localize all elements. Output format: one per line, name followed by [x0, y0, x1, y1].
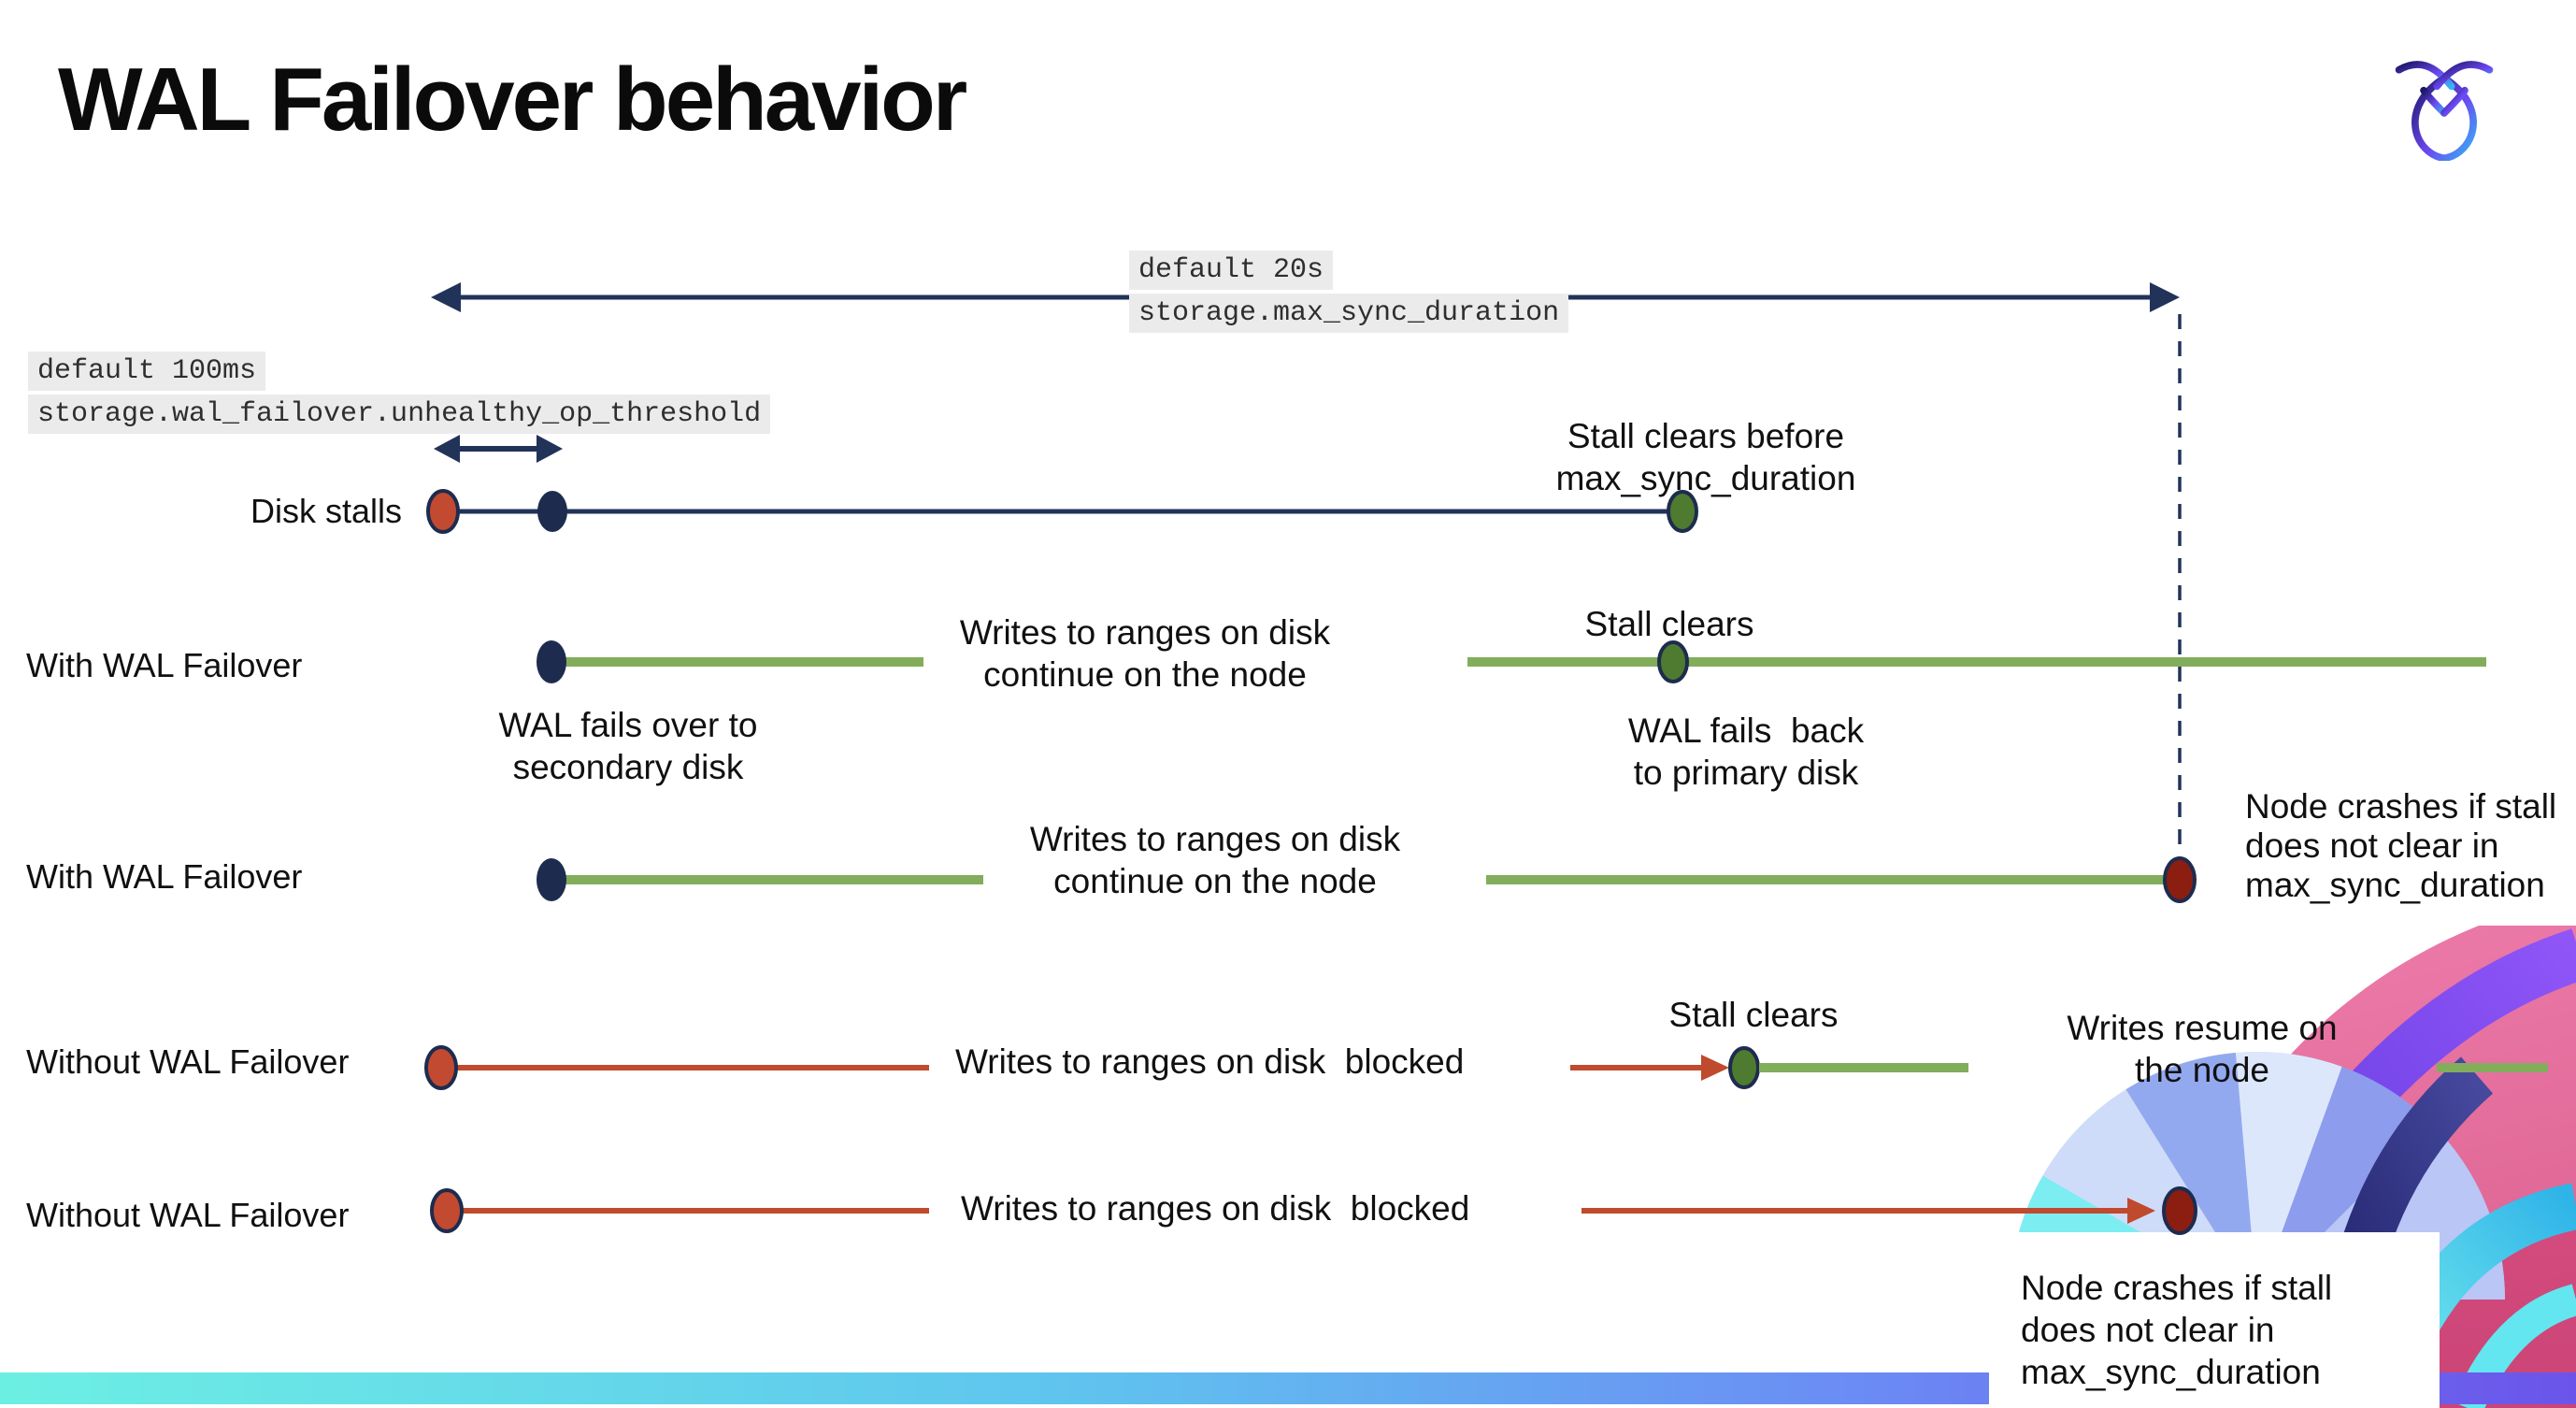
stall-start-dot [426, 489, 460, 534]
max-sync-setting: storage.max_sync_duration [1129, 294, 1569, 333]
row-label-without-failover-2: Without WAL Failover [26, 1196, 350, 1234]
unhealthy-config-label: default 100ms storage.wal_failover.unhea… [28, 352, 771, 438]
stall-clears-dot [1667, 490, 1698, 533]
node-crash-dot [2163, 856, 2197, 903]
max-sync-config-label: default 20s storage.max_sync_duration [1129, 251, 1569, 337]
writes-resume-note: Writes resume on the node [2067, 1009, 2338, 1089]
slide-title: WAL Failover behavior [58, 50, 967, 150]
row-label-with-failover-1: With WAL Failover [26, 646, 303, 684]
row-with-failover-crashes [537, 856, 2197, 903]
row-label-with-failover-2: With WAL Failover [26, 857, 303, 896]
row-disk-stalls [426, 489, 1698, 534]
failback-to-primary-note: WAL fails back to primary disk [1627, 711, 1865, 792]
stall-start-dot [424, 1045, 458, 1090]
writes-continue-note-1: Writes to ranges on disk continue on the… [959, 613, 1331, 694]
failover-to-secondary-note: WAL fails over to secondary disk [498, 706, 758, 786]
row-label-disk-stalls: Disk stalls [250, 492, 402, 530]
stall-start-dot [430, 1188, 464, 1233]
stall-clears-note-2: Stall clears [1668, 996, 1839, 1034]
row-without-failover-crashes [430, 1186, 2197, 1235]
writes-blocked-note-1: Writes to ranges on disk blocked [955, 1042, 1465, 1081]
failover-dot [537, 640, 566, 683]
writes-blocked-note-2: Writes to ranges on disk blocked [961, 1189, 1470, 1228]
stall-clears-before-note: Stall clears before max_sync_duration [1555, 417, 1856, 497]
unhealthy-setting: storage.wal_failover.unhealthy_op_thresh… [28, 395, 771, 434]
stall-clears-dot [1657, 640, 1689, 683]
node-crash-dot [2162, 1186, 2197, 1235]
row-with-failover-clears [537, 640, 2486, 683]
node-crash-note-2: Node crashes if stall does not clear in … [2021, 1269, 2333, 1391]
row-without-failover-clears [424, 1045, 2548, 1090]
unhealthy-default: default 100ms [28, 352, 266, 391]
crash-callout-box [1989, 1232, 2440, 1408]
stall-clears-dot [1728, 1046, 1760, 1089]
writes-continue-note-2: Writes to ranges on disk continue on the… [1029, 820, 1401, 900]
cockroachdb-logo-icon [2395, 61, 2494, 161]
row-label-without-failover-1: Without WAL Failover [26, 1042, 350, 1081]
stall-clears-note-1: Stall clears [1584, 605, 1754, 643]
threshold-reached-dot [537, 491, 567, 532]
failover-dot [537, 858, 566, 901]
node-crash-note-1: Node crashes if stall does not clear in … [2245, 787, 2557, 904]
unhealthy-op-threshold-span-arrow [434, 435, 563, 463]
max-sync-default: default 20s [1129, 251, 1334, 290]
